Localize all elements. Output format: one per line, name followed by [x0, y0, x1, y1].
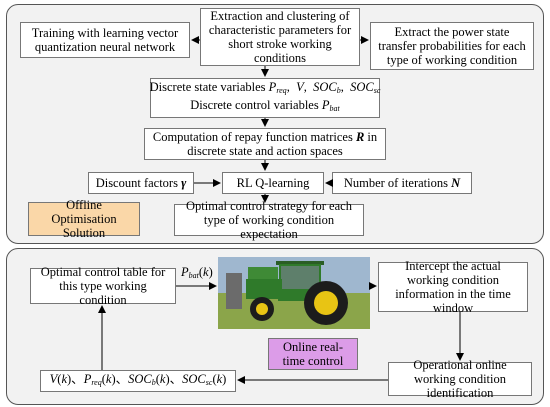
realtime-box: Online real-time control [268, 338, 358, 370]
feedback-variables-box: V(k)、Preq(k)、SOCb(k)、SOCsc(k) [40, 370, 236, 392]
iterations-label: Number of iterations [343, 176, 448, 190]
discount-label: Discount factors [95, 176, 178, 190]
shed [226, 273, 242, 309]
control-vars-label: Discrete control variables [190, 98, 319, 112]
discount-box: Discount factors γ [88, 172, 194, 194]
tractor-image [218, 257, 370, 329]
identification-box: Operational online working condition ide… [388, 358, 532, 400]
open-hood [248, 267, 278, 279]
transfer-text: Extract the power state transfer probabi… [378, 25, 526, 67]
front-rim [256, 303, 268, 315]
realtime-text: Online real-time control [282, 340, 344, 368]
computation-symbol: R [355, 130, 365, 144]
iterations-symbol: N [451, 176, 461, 190]
variables-box: Discrete state variables Preq, V, SOCb, … [150, 78, 380, 118]
pbat-label: Pbat(k) [181, 265, 213, 280]
intercept-text: Intercept the actual working condition i… [395, 259, 511, 315]
tractor-drawing [218, 257, 370, 329]
hood [246, 279, 282, 299]
feedback-variables-text: V(k)、Preq(k)、SOCb(k)、SOCsc(k) [49, 372, 227, 387]
offline-solution-text: Offline Optimisation Solution [51, 198, 117, 240]
control-table-text: Optimal control table for this type work… [40, 265, 166, 307]
computation-suffix: in discrete state and action spaces [187, 130, 378, 158]
discount-symbol: γ [181, 176, 187, 190]
extraction-text: Extraction and clustering of characteris… [208, 9, 352, 65]
control-variables-line: Discrete control variables Pbat [190, 98, 340, 113]
cab-roof [276, 261, 324, 265]
offline-solution-box: Offline Optimisation Solution [28, 198, 140, 240]
rear-rim [314, 291, 338, 315]
computation-label: Computation of repay function matrices [152, 130, 353, 144]
control-table-box: Optimal control table for this type work… [30, 265, 176, 307]
iterations-box: Number of iterations N [332, 172, 472, 194]
computation-box: Computation of repay function matrices R… [144, 128, 386, 160]
intercept-box: Intercept the actual working condition i… [378, 259, 528, 315]
extraction-box: Extraction and clustering of characteris… [200, 8, 360, 66]
state-vars-label: Discrete state variables [149, 80, 266, 94]
identification-text: Operational online working condition ide… [413, 358, 507, 400]
training-text: Training with learning vector quantizati… [31, 26, 179, 54]
transfer-box: Extract the power state transfer probabi… [370, 22, 534, 70]
computation-text: Computation of repay function matrices R… [149, 130, 381, 158]
strategy-box: Optimal control strategy for each type o… [174, 199, 364, 241]
training-box: Training with learning vector quantizati… [20, 22, 190, 58]
state-variables-line: Discrete state variables Preq, V, SOCb, … [149, 80, 381, 95]
rl-text: RL Q-learning [236, 176, 310, 190]
rl-box: RL Q-learning [222, 172, 324, 194]
strategy-text: Optimal control strategy for each type o… [186, 199, 352, 241]
